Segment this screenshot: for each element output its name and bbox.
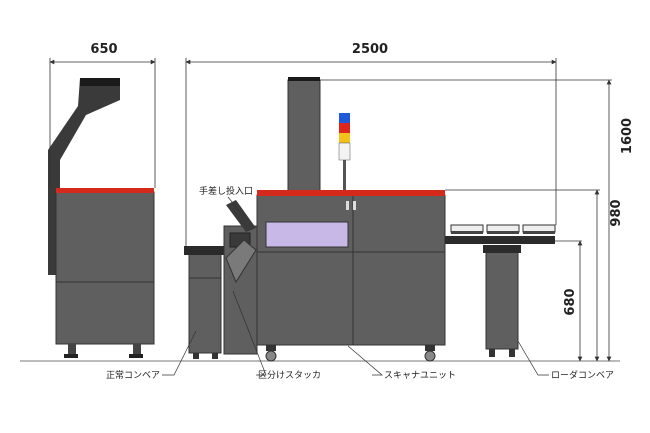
label-scanner-unit: スキャナユニット xyxy=(384,370,456,381)
label-manual-feed: 手差し投入口 xyxy=(199,185,253,197)
scanner-unit-body xyxy=(256,190,446,362)
scanner-tower xyxy=(287,77,321,194)
dim-height-conveyor: 680 xyxy=(563,288,578,315)
label-loader-conveyor: ローダコンベア xyxy=(551,369,614,381)
side-chute-top xyxy=(80,78,120,86)
side-chute xyxy=(48,78,120,275)
sort-stacker xyxy=(223,200,258,355)
side-top-red xyxy=(56,188,154,193)
dim-height-total: 1600 xyxy=(620,118,635,154)
loader-conveyor xyxy=(445,224,556,357)
dim-width-total: 2500 xyxy=(352,42,388,57)
dimension-lines xyxy=(49,58,612,362)
dim-width-side: 650 xyxy=(90,42,117,57)
label-sort-stacker: 区分けスタッカ xyxy=(258,370,321,381)
side-body xyxy=(55,191,155,345)
label-normal-conveyor: 正常コンベア xyxy=(106,369,160,381)
dim-height-top: 980 xyxy=(609,199,624,226)
side-view-machine xyxy=(48,78,155,358)
signal-lamp xyxy=(338,113,351,190)
normal-conveyor xyxy=(184,246,224,359)
callout-lines xyxy=(162,196,549,376)
